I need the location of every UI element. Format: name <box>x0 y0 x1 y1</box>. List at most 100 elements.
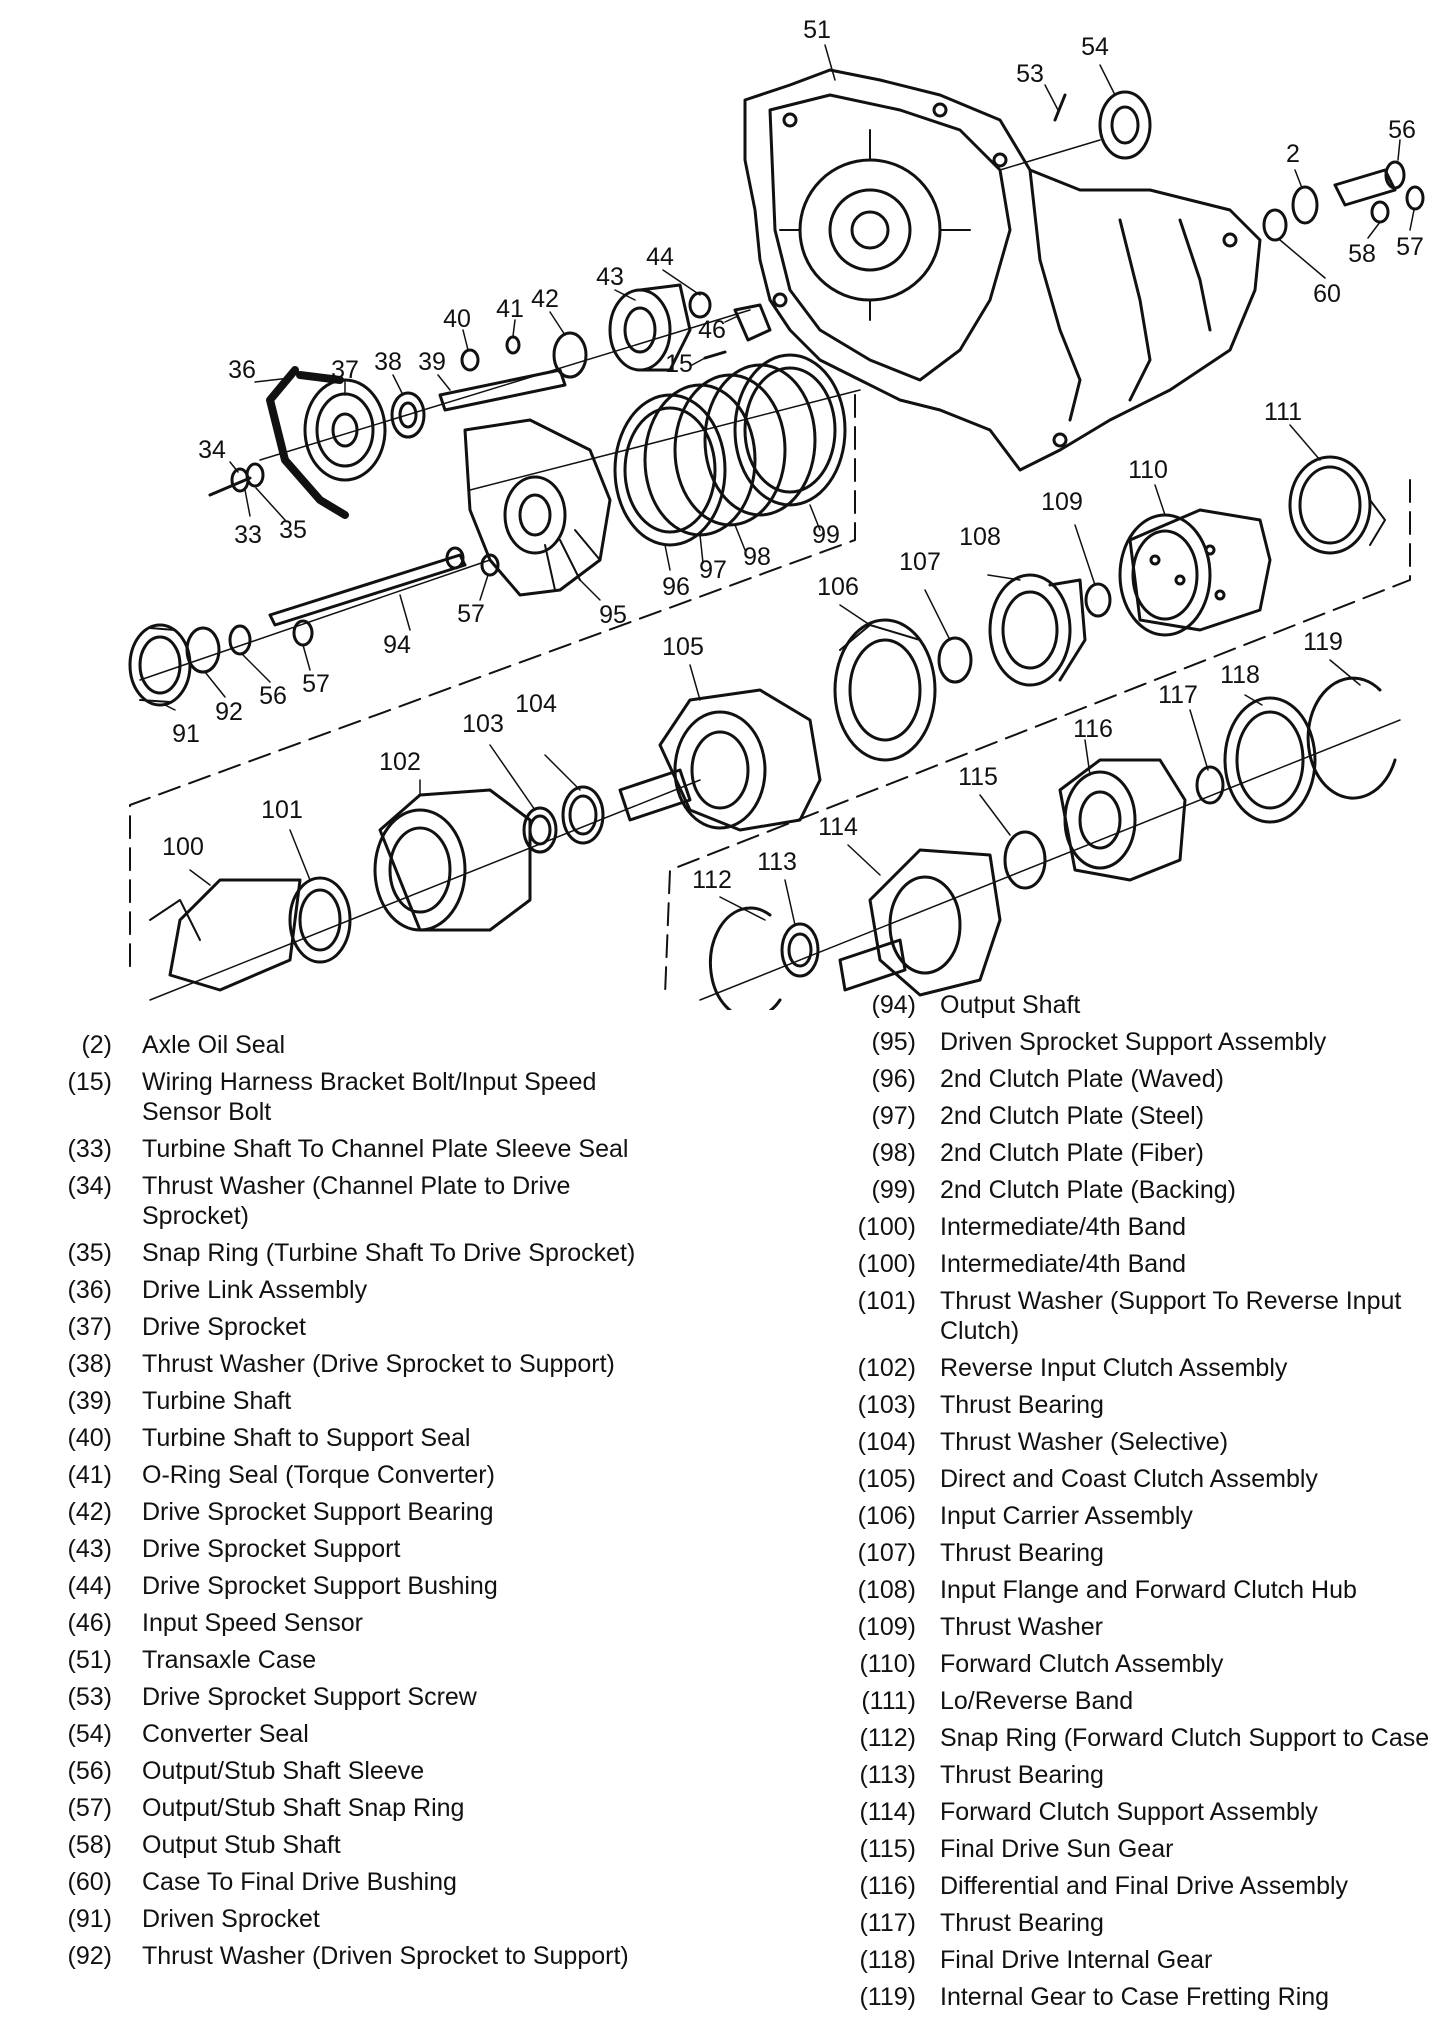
reverse-input-clutch-parts <box>149 779 701 1001</box>
callout-51: 51 <box>803 16 831 44</box>
legend-number: (110) <box>859 1650 916 1678</box>
legend-item: (99)2nd Clutch Plate (Backing) <box>790 1175 1456 1205</box>
dashed-group-outline <box>129 394 1411 996</box>
legend-number: (60) <box>67 1868 112 1896</box>
legend-item: (115)Final Drive Sun Gear <box>790 1834 1456 1864</box>
legend-text: Turbine Shaft To Channel Plate Sleeve Se… <box>142 1135 629 1163</box>
callout-labels: 51 53 54 2 56 57 58 60 44 43 42 41 40 39… <box>162 16 1424 894</box>
legend-number: (34) <box>67 1172 112 1200</box>
legend-item: (106)Input Carrier Assembly <box>790 1501 1456 1531</box>
legend-number: (103) <box>857 1391 916 1419</box>
legend-text: Thrust Washer <box>940 1613 1104 1641</box>
callout-58: 58 <box>1348 240 1376 268</box>
legend-number: (104) <box>857 1428 916 1456</box>
legend-number: (117) <box>859 1909 916 1937</box>
parts-legend-left: (2)Axle Oil Seal (15)Wiring Harness Brac… <box>20 1030 680 1978</box>
legend-text: Forward Clutch Support Assembly <box>940 1798 1318 1826</box>
legend-number: (105) <box>857 1465 916 1493</box>
legend-number: (42) <box>67 1498 112 1526</box>
legend-item: (58) Output Stub Shaft <box>20 1830 680 1860</box>
legend-text: Output Stub Shaft <box>142 1831 341 1859</box>
legend-item: (119)Internal Gear to Case Fretting Ring <box>790 1982 1456 2012</box>
legend-number: (44) <box>67 1572 112 1600</box>
legend-number: (101) <box>857 1287 916 1315</box>
callout-34: 34 <box>198 436 226 464</box>
legend-item: (91)Driven Sprocket <box>20 1904 680 1934</box>
callout-33: 33 <box>234 521 262 549</box>
legend-number: (51) <box>67 1646 112 1674</box>
callout-37: 37 <box>331 356 359 384</box>
legend-item: (44)Drive Sprocket Support Bushing <box>20 1571 680 1601</box>
legend-number: (113) <box>859 1761 916 1789</box>
callout-54: 54 <box>1081 33 1109 61</box>
legend-item: (111)Lo/Reverse Band <box>790 1686 1456 1716</box>
legend-text: Intermediate/4th Band <box>940 1213 1186 1241</box>
callout-44: 44 <box>646 243 674 271</box>
legend-item: (34)Thrust Washer (Channel Plate to Driv… <box>20 1171 680 1231</box>
legend-text: Input Carrier Assembly <box>940 1502 1193 1530</box>
legend-text: Intermediate/4th Band <box>940 1250 1186 1278</box>
legend-item: (43)Drive Sprocket Support <box>20 1534 680 1564</box>
legend-number: (92) <box>67 1942 112 1970</box>
callout-40: 40 <box>443 305 471 333</box>
callout-99: 99 <box>812 521 840 549</box>
callout-96: 96 <box>662 573 690 601</box>
legend-number: (108) <box>857 1576 916 1604</box>
callout-leader-lines <box>164 44 1415 926</box>
legend-number: (39) <box>67 1387 112 1415</box>
legend-item: (60) Case To Final Drive Bushing <box>20 1867 680 1897</box>
callout-111: 111 <box>1264 398 1302 426</box>
callout-104: 104 <box>515 690 557 718</box>
callout-36: 36 <box>228 356 256 384</box>
legend-number: (111) <box>861 1687 916 1715</box>
callout-15: 15 <box>665 350 693 378</box>
legend-item: (95)Driven Sprocket Support Assembly <box>790 1027 1456 1057</box>
legend-item: (97)2nd Clutch Plate (Steel) <box>790 1101 1456 1131</box>
legend-item: (116)Differential and Final Drive Assemb… <box>790 1871 1456 1901</box>
transaxle-case-part <box>743 68 1262 472</box>
axle-seal-stub-shaft-parts <box>1262 160 1425 242</box>
legend-text: O-Ring Seal (Torque Converter) <box>142 1461 495 1489</box>
output-shaft-and-driven-sprocket-parts <box>128 546 500 707</box>
legend-item: (57)Output/Stub Shaft Snap Ring <box>20 1793 680 1823</box>
callout-97: 97 <box>699 556 727 584</box>
legend-text: 2nd Clutch Plate (Steel) <box>940 1102 1205 1130</box>
callout-57-shaft: 57 <box>457 600 485 628</box>
legend-item: (117)Thrust Bearing <box>790 1908 1456 1938</box>
callout-119: 119 <box>1303 628 1343 656</box>
legend-item: (103)Thrust Bearing <box>790 1390 1456 1420</box>
callout-95: 95 <box>599 601 627 629</box>
legend-text: Converter Seal <box>142 1720 309 1748</box>
legend-number: (112) <box>859 1724 916 1752</box>
legend-text: Final Drive Sun Gear <box>940 1835 1174 1863</box>
legend-item: (92) Thrust Washer (Driven Sprocket to Su… <box>20 1941 680 1971</box>
legend-text: Thrust Washer (Driven Sprocket to Suppor… <box>142 1942 629 1970</box>
legend-item: (37)Drive Sprocket <box>20 1312 680 1342</box>
legend-item: (94)Output Shaft <box>790 990 1456 1020</box>
input-speed-sensor-parts <box>703 303 772 360</box>
exploded-transaxle-diagram: 51 53 54 2 56 57 58 60 44 43 42 41 40 39… <box>128 16 1425 1010</box>
callout-106: 106 <box>817 573 859 601</box>
legend-number: (36) <box>67 1276 112 1304</box>
legend-item: (104)Thrust Washer (Selective) <box>790 1427 1456 1457</box>
legend-number: (118) <box>859 1946 916 1974</box>
legend-item: (102)Reverse Input Clutch Assembly <box>790 1353 1456 1383</box>
legend-number: (58) <box>67 1831 112 1859</box>
legend-text: Drive Sprocket Support Bearing <box>142 1498 494 1526</box>
callout-42: 42 <box>531 285 559 313</box>
drive-sprocket-support-parts <box>259 283 751 461</box>
legend-item: (54)Converter Seal <box>20 1719 680 1749</box>
legend-item: (33)Turbine Shaft To Channel Plate Sleev… <box>20 1134 680 1164</box>
callout-60: 60 <box>1313 280 1341 308</box>
legend-text: Drive Link Assembly <box>142 1276 368 1304</box>
callout-94: 94 <box>383 631 411 659</box>
legend-item: (110)Forward Clutch Assembly <box>790 1649 1456 1679</box>
callout-109: 109 <box>1041 488 1083 516</box>
legend-text: Case To Final Drive Bushing <box>142 1868 457 1896</box>
legend-number: (98) <box>871 1139 916 1167</box>
callout-39: 39 <box>418 348 446 376</box>
legend-item: (36) Drive Link Assembly <box>20 1275 680 1305</box>
legend-text: Direct and Coast Clutch Assembly <box>940 1465 1318 1493</box>
direct-coast-clutch-part <box>618 688 822 832</box>
final-drive-parts <box>699 676 1401 1010</box>
